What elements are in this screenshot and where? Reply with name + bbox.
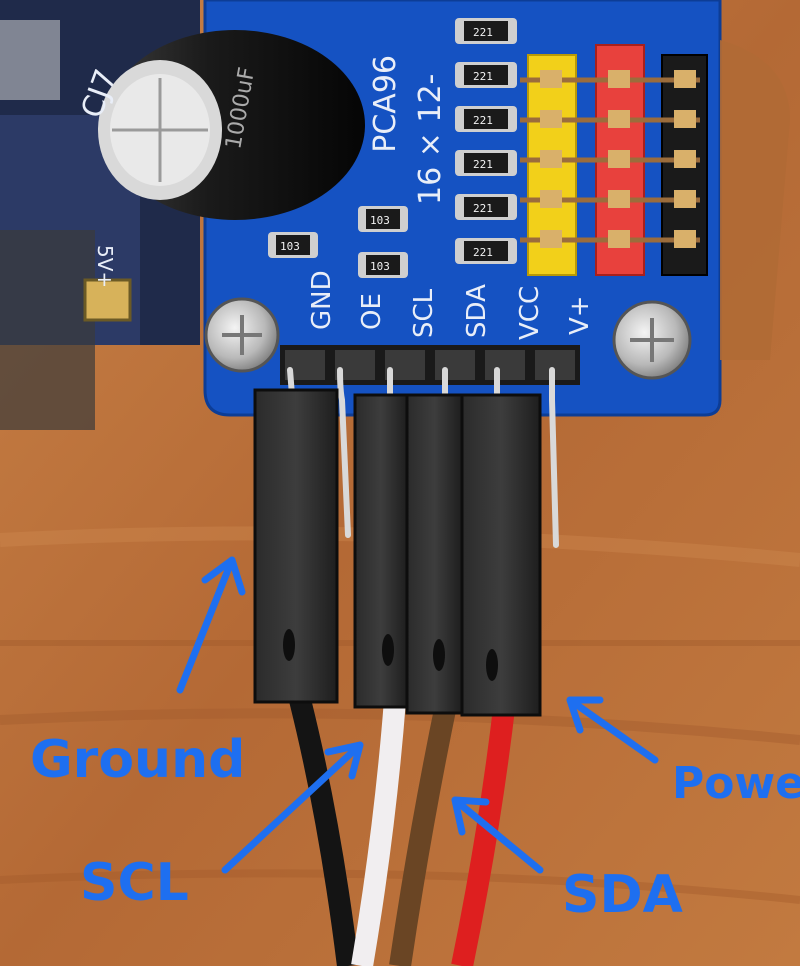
servo-header-block [520,44,708,276]
arrow-power [566,696,659,764]
label-sda: SDA [562,865,683,925]
power-label: 5V+ [93,245,117,288]
jumper-wires [289,697,516,966]
connector-scl [353,393,409,709]
resistor-code: 103 [370,260,390,273]
chip-label-2: 16 × 12- [413,74,448,205]
dupont-connectors [253,388,542,717]
control-header [280,345,580,548]
pin-label-vcc: VCC [515,286,545,340]
label-power: Power [672,758,800,809]
arrow-ground [176,556,246,694]
wire-vcc [451,698,516,966]
resistor-code: 221 [473,26,493,39]
resistor-code: 221 [473,246,493,259]
wire-ground [289,697,359,966]
arrow-scl [221,741,364,874]
resistor-code: 221 [473,70,493,83]
pin-label-gnd: GND [307,270,337,330]
connector-ground [253,388,339,704]
pin-labels: GND OE SCL SDA VCC V+ [307,270,595,340]
label-ground: Ground [30,730,245,790]
pin-label-scl: SCL [409,288,439,338]
resistor-code: 221 [473,202,493,215]
electrolytic-capacitor: CJ7 1000uF [75,30,365,220]
pin-label-sda: SDA [462,284,492,338]
connector-vcc [460,393,542,717]
wire-scl [351,699,406,966]
smd-resistor-column: 221 221 221 221 221 221 [455,18,517,264]
power-pad [83,278,132,322]
arrow-sda [451,796,544,874]
resistor-code: 221 [473,114,493,127]
wire-sda [389,697,458,966]
resistor-code: 103 [280,240,300,253]
pin-label-vplus: V+ [565,295,595,335]
chip-label: PCA96 [368,55,403,153]
resistor-code: 103 [370,214,390,227]
resistor-code: 221 [473,158,493,171]
annotation-layer: Ground SCL SDA Power [30,556,800,925]
pin-label-oe: OE [357,293,387,330]
label-scl: SCL [80,853,189,913]
smd-resistors-small: 103 103 103 [268,206,408,278]
